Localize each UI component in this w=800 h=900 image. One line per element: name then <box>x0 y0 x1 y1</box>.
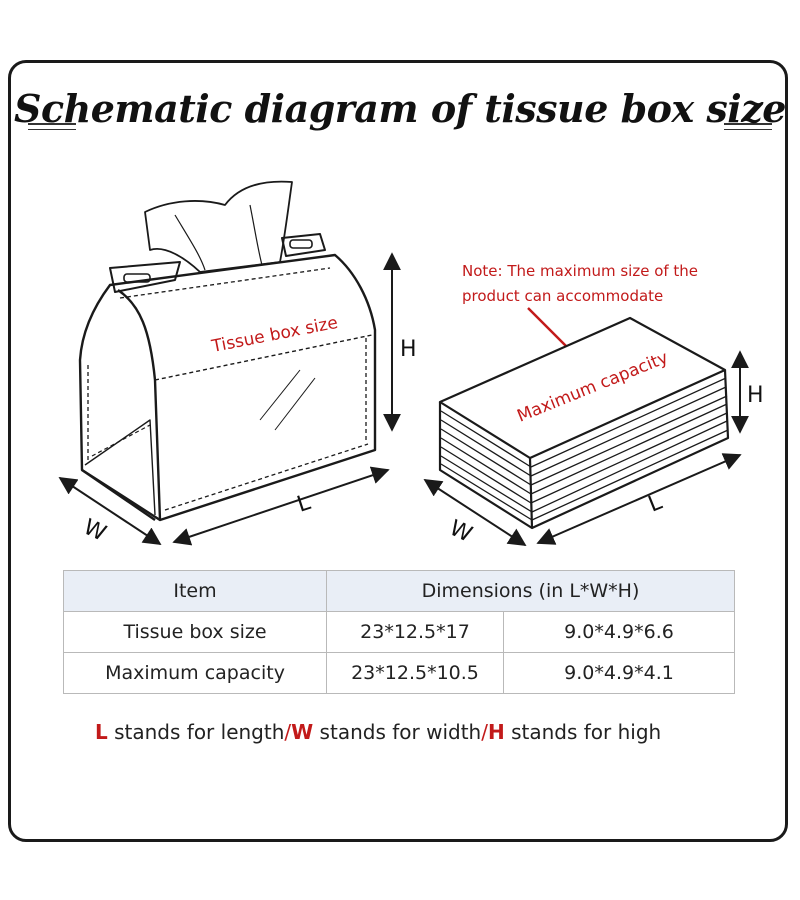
height-label-left: H <box>400 337 417 362</box>
legend-w: W <box>291 720 314 744</box>
title-rule-left <box>28 123 76 125</box>
note-line-2: product can accommodate <box>462 287 663 305</box>
legend-h: H <box>487 720 505 744</box>
row-dims-cm: 23*12.5*10.5 <box>326 652 504 694</box>
title-rule-right-2 <box>724 129 772 130</box>
row-dims-in: 9.0*4.9*4.1 <box>503 652 735 694</box>
tissue-stack-illustration <box>438 316 730 530</box>
legend-w-text: stands for width <box>313 720 482 744</box>
row-dims-in: 9.0*4.9*6.6 <box>503 611 735 653</box>
width-arrow-right <box>423 479 527 546</box>
length-label-left: L <box>294 490 314 518</box>
length-arrow-left <box>172 466 390 546</box>
note-line-1: Note: The maximum size of the <box>462 262 698 280</box>
legend-sep-2: / <box>481 720 488 744</box>
length-arrow-right <box>536 453 742 545</box>
table-header-row: Item Dimensions (in L*W*H) <box>63 570 735 612</box>
dimension-legend: L stands for length/W stands for width/H… <box>95 720 661 744</box>
height-label-right: H <box>747 383 764 408</box>
row-item: Tissue box size <box>63 611 327 653</box>
row-dims-cm: 23*12.5*17 <box>326 611 504 653</box>
table-row: Maximum capacity 23*12.5*10.5 9.0*4.9*4.… <box>63 652 735 694</box>
table-row: Tissue box size 23*12.5*17 9.0*4.9*6.6 <box>63 611 735 653</box>
legend-sep-1: / <box>284 720 292 744</box>
width-label-right: W <box>445 516 476 548</box>
legend-h-text: stands for high <box>504 720 662 744</box>
note-pointer <box>527 307 567 347</box>
legend-l-text: stands for length <box>107 720 285 744</box>
title-rule-right <box>724 123 772 125</box>
row-item: Maximum capacity <box>63 652 327 694</box>
tissue-box-label: Tissue box size <box>209 313 339 357</box>
title-rule-left-2 <box>28 129 76 130</box>
dimensions-table: Item Dimensions (in L*W*H) Tissue box si… <box>63 570 735 694</box>
legend-l: L <box>95 720 108 744</box>
page-title: Schematic diagram of tissue box size <box>14 86 786 131</box>
length-label-right: L <box>645 490 666 518</box>
diagram-card <box>8 60 788 842</box>
width-arrow-left <box>58 477 162 545</box>
header-item: Item <box>63 570 327 612</box>
width-label-left: W <box>79 515 110 547</box>
header-dimensions: Dimensions (in L*W*H) <box>326 570 735 612</box>
